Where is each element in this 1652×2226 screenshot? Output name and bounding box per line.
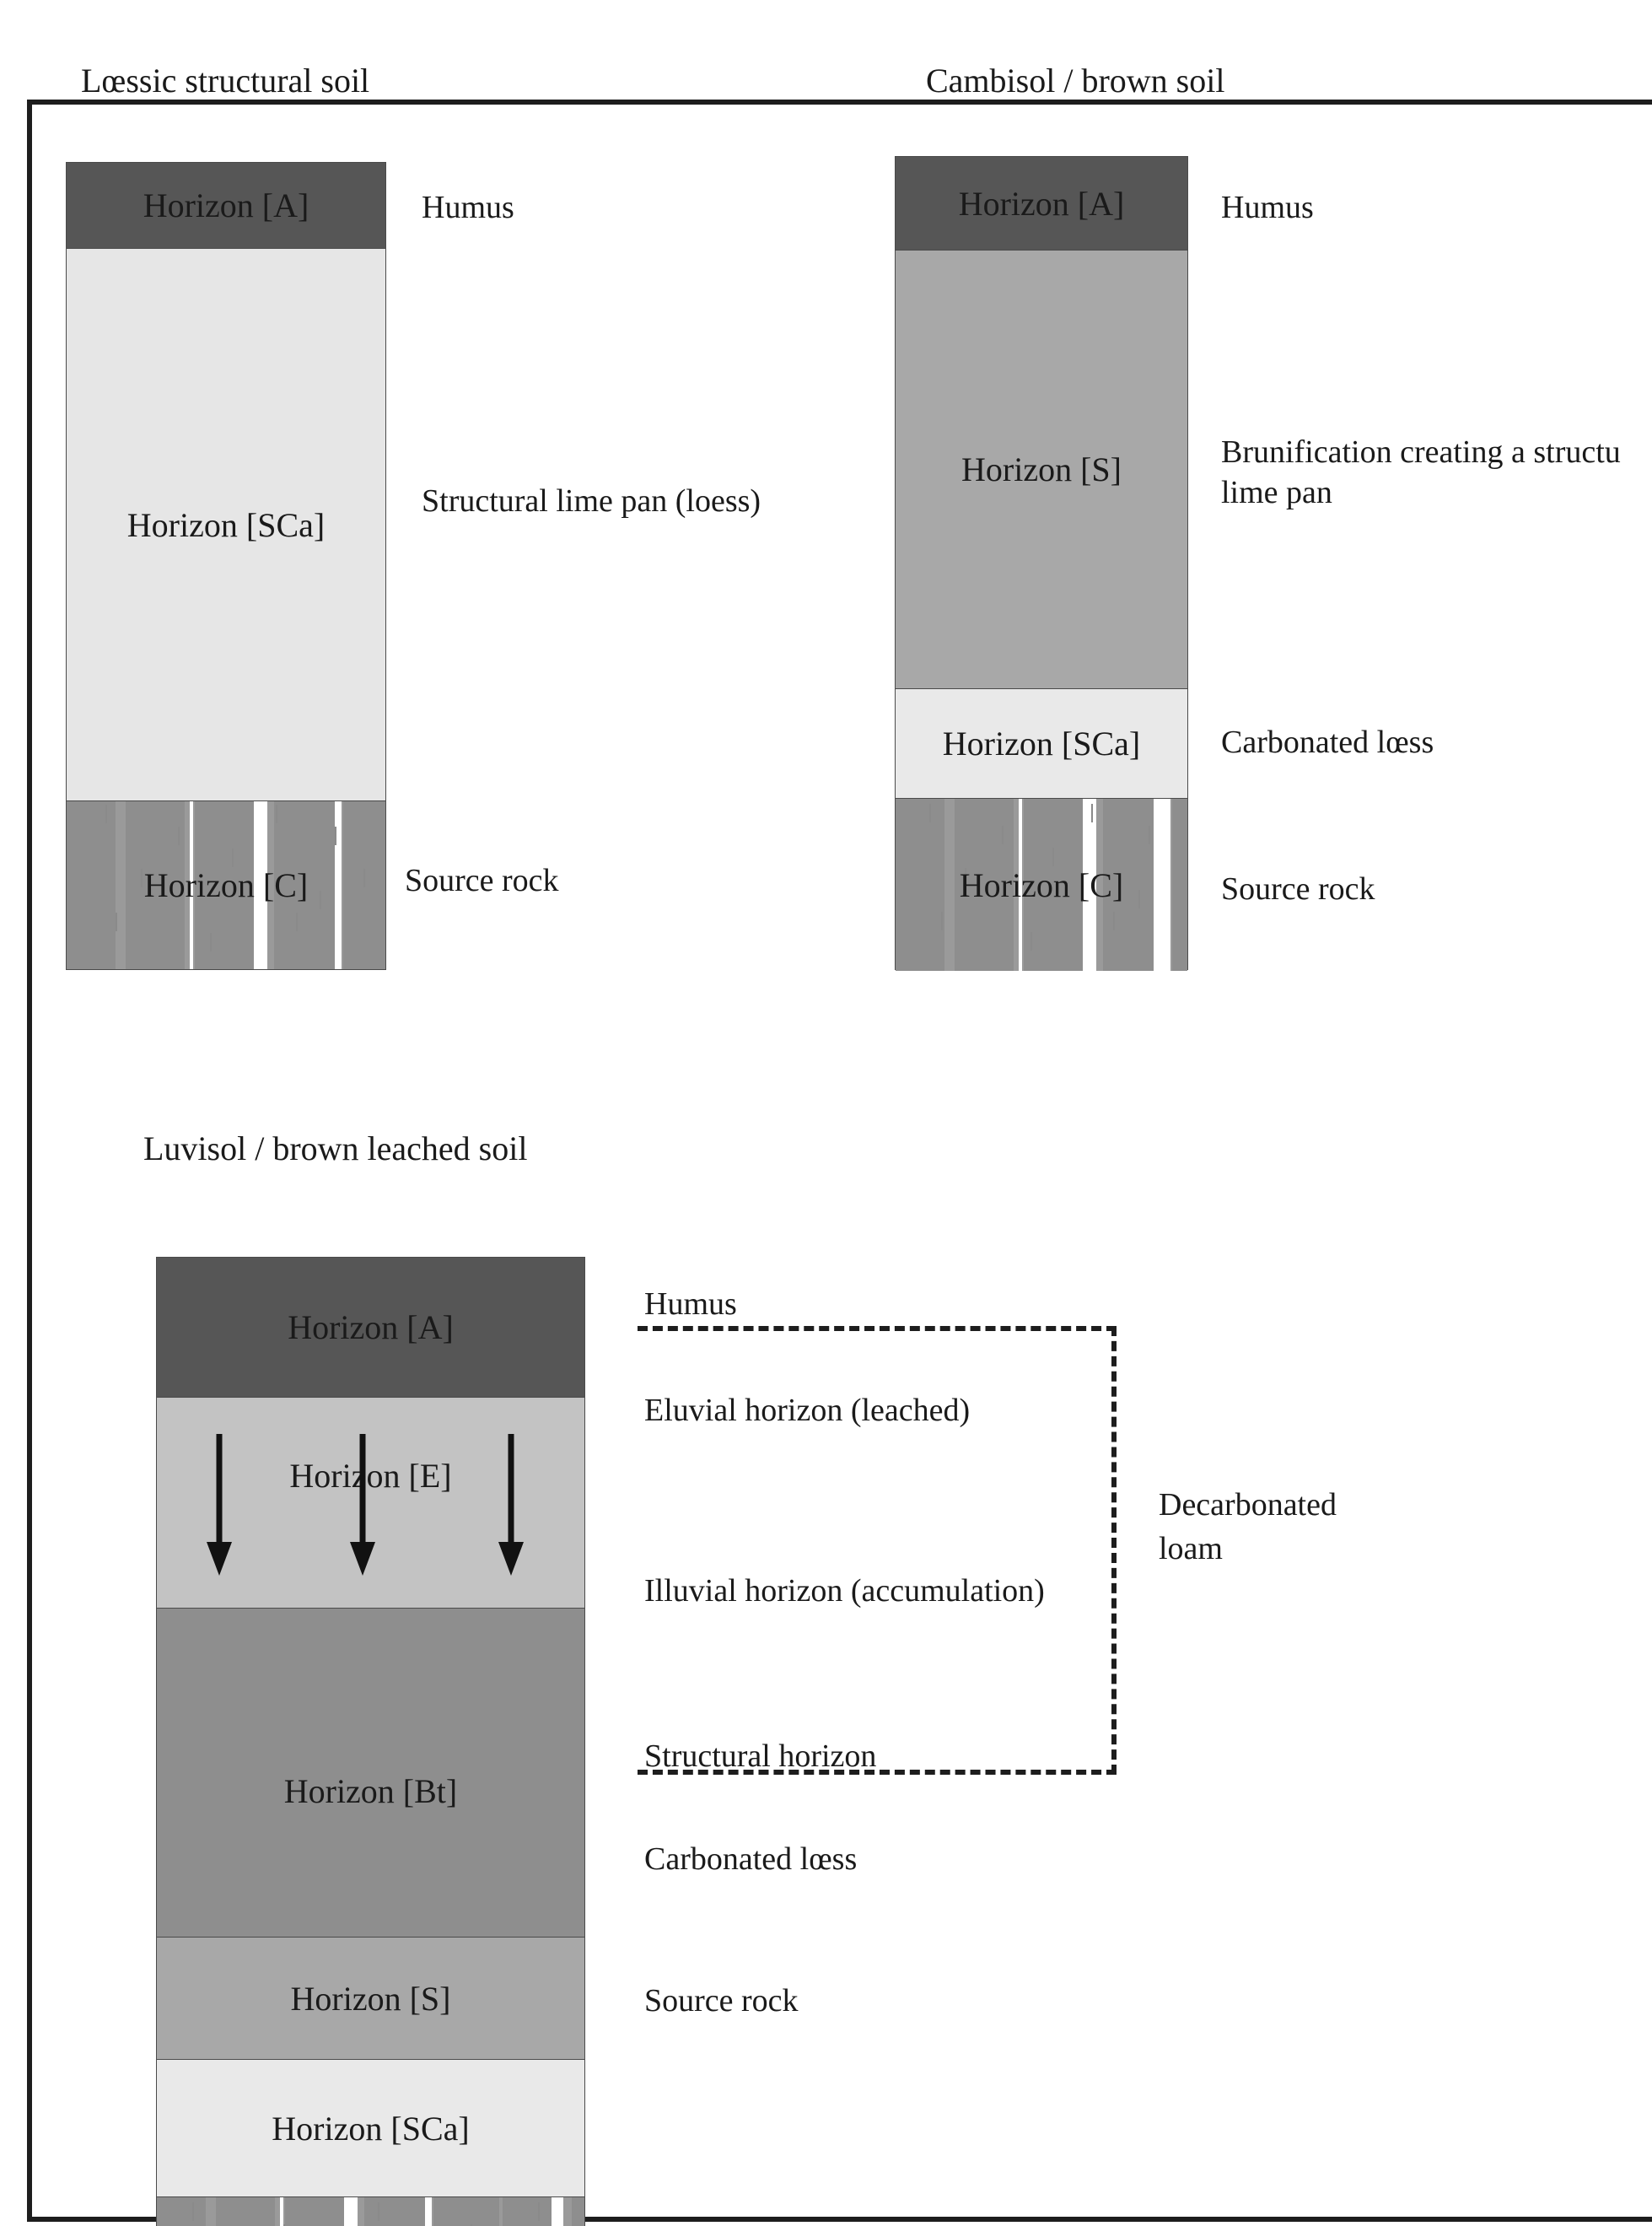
layer-luvisol-c: Horizon [C]	[157, 2196, 584, 2226]
layer-luvisol-bt: Horizon [Bt]	[157, 1608, 584, 1937]
layer-cambisol-c: Horizon [C]	[896, 798, 1187, 971]
side-label-luvisol-source-rock: Source rock	[644, 1983, 799, 2018]
layer-label-luvisol-s: Horizon [S]	[290, 1979, 451, 2018]
side-label-loessic-humus: Humus	[422, 190, 514, 225]
side-label-luvisol-humus: Humus	[644, 1286, 737, 1322]
layer-cambisol-sca: Horizon [SCa]	[896, 688, 1187, 798]
soil-column-luvisol: Horizon [A] Horizon [E] Horizon [Bt] Hor…	[156, 1257, 585, 2226]
layer-cambisol-s: Horizon [S]	[896, 250, 1187, 688]
soil-column-loessic: Horizon [A] Horizon [SCa] Horizon [C]	[66, 162, 386, 970]
layer-label-luvisol-a: Horizon [A]	[288, 1308, 454, 1346]
layer-label-cambisol-s: Horizon [S]	[961, 450, 1122, 488]
layer-label-loessic-a: Horizon [A]	[143, 186, 309, 224]
figure-frame-left	[27, 100, 32, 2222]
bracket-label-decarbonated: Decarbonated	[1159, 1487, 1337, 1523]
layer-loessic-c: Horizon [C]	[67, 800, 385, 969]
profile-title-cambisol: Cambisol / brown soil	[926, 62, 1225, 100]
layer-label-loessic-sca: Horizon [SCa]	[126, 505, 326, 544]
layer-luvisol-s: Horizon [S]	[157, 1937, 584, 2059]
layer-label-loessic-c: Horizon [C]	[143, 866, 309, 904]
side-label-loessic-lime-pan: Structural lime pan (loess)	[422, 483, 761, 519]
layer-label-luvisol-e: Horizon [E]	[289, 1457, 452, 1495]
leaching-arrow-icon-2	[350, 1434, 375, 1576]
layer-luvisol-sca: Horizon [SCa]	[157, 2059, 584, 2196]
figure-frame-bottom	[27, 2217, 1652, 2222]
bracket-label-loam: loam	[1159, 1531, 1223, 1566]
profile-title-luvisol: Luvisol / brown leached soil	[143, 1129, 528, 1167]
decarbonated-loam-bracket	[638, 1326, 1117, 1775]
layer-label-luvisol-bt: Horizon [Bt]	[283, 1772, 458, 1810]
side-label-loessic-source-rock: Source rock	[405, 863, 559, 898]
side-label-cambisol-humus: Humus	[1221, 190, 1314, 225]
layer-label-cambisol-sca: Horizon [SCa]	[942, 725, 1141, 763]
layer-loessic-a: Horizon [A]	[67, 163, 385, 248]
side-label-cambisol-brunification: Brunification creating a structu	[1221, 434, 1621, 470]
soil-column-cambisol: Horizon [A] Horizon [S] Horizon [SCa] Ho…	[895, 156, 1188, 971]
side-label-luvisol-structural: Structural horizon	[644, 1738, 877, 1774]
leaching-arrow-icon-3	[498, 1434, 524, 1576]
layer-label-luvisol-sca: Horizon [SCa]	[272, 2109, 470, 2148]
side-label-luvisol-carbonated-loess: Carbonated lœss	[644, 1841, 858, 1877]
leaching-arrow-icon-1	[207, 1434, 232, 1576]
side-label-luvisol-eluvial: Eluvial horizon (leached)	[644, 1393, 971, 1428]
side-label-cambisol-brunification-line2: lime pan	[1221, 475, 1332, 510]
side-label-cambisol-source-rock: Source rock	[1221, 871, 1375, 907]
layer-label-cambisol-c: Horizon [C]	[959, 865, 1124, 904]
side-label-cambisol-carbonated-loess: Carbonated lœss	[1221, 725, 1434, 760]
side-label-luvisol-illuvial: Illuvial horizon (accumulation)	[644, 1573, 1045, 1609]
layer-label-cambisol-a: Horizon [A]	[958, 184, 1125, 223]
profile-title-loessic: Lœssic structural soil	[81, 62, 370, 100]
figure-frame-top	[27, 100, 1652, 105]
layer-loessic-sca: Horizon [SCa]	[67, 248, 385, 800]
layer-cambisol-a: Horizon [A]	[896, 157, 1187, 250]
layer-luvisol-a: Horizon [A]	[157, 1258, 584, 1397]
